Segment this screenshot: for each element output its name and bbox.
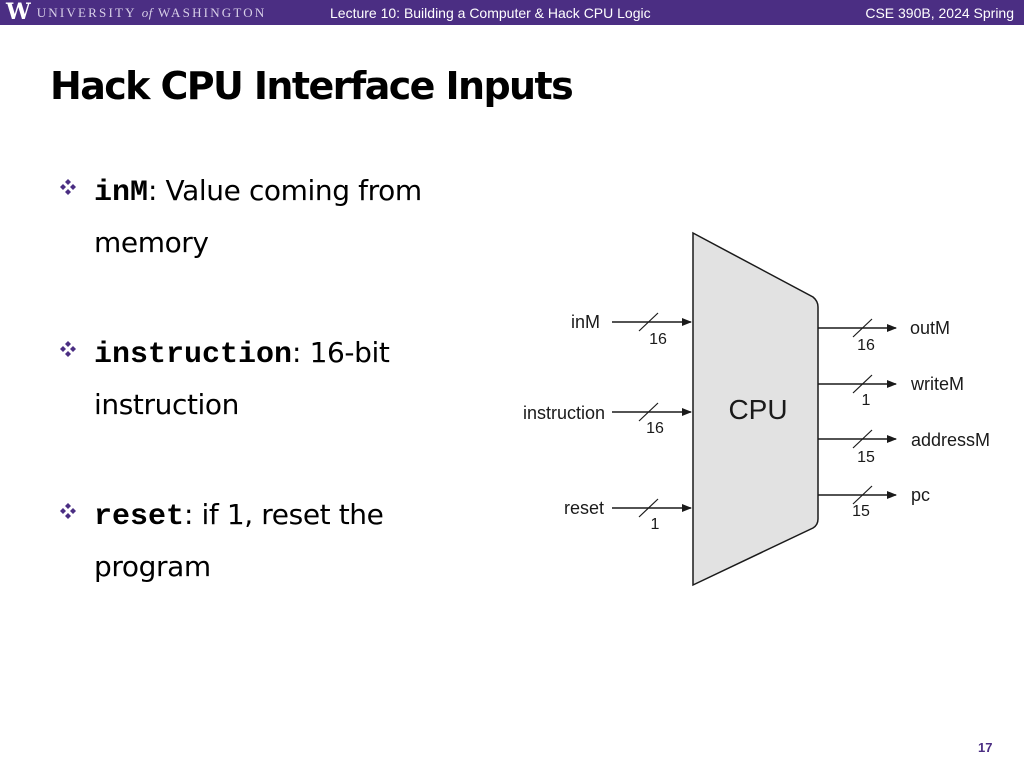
output-label: outM <box>910 318 950 338</box>
bullet-text: instruction: 16-bit instruction <box>94 328 478 429</box>
output-label: addressM <box>911 430 990 450</box>
input-signal-reset: reset 1 <box>564 498 692 533</box>
uw-w-logo-icon: W <box>6 0 31 25</box>
bullet-text: inM: Value coming from memory <box>94 166 478 267</box>
input-label: reset <box>564 498 604 518</box>
bullet-item-inm: inM: Value coming from memory <box>58 166 478 267</box>
bullet-list: inM: Value coming from memory instructio… <box>58 166 478 652</box>
output-signal-addressm: addressM 15 <box>818 429 990 466</box>
bullet-term: reset <box>94 500 185 534</box>
university-logo: W UNIVERSITY of WASHINGTON <box>6 1 266 24</box>
input-label: inM <box>571 312 600 332</box>
output-label: pc <box>911 485 930 505</box>
bullet-description: : 16-bit instruction <box>94 336 390 421</box>
course-label: CSE 390B, 2024 Spring <box>865 5 1014 21</box>
header-bar: W UNIVERSITY of WASHINGTON Lecture 10: B… <box>0 0 1024 25</box>
input-signal-instruction: instruction 16 <box>523 402 692 437</box>
cpu-interface-diagram: CPU inM 16 instruction 16 reset 1 outM 1… <box>523 231 990 587</box>
output-label: writeM <box>910 374 964 394</box>
bullet-term: inM <box>94 176 149 210</box>
input-signal-inm: inM 16 <box>571 312 692 348</box>
four-diamond-icon <box>60 341 76 357</box>
input-bus-width: 1 <box>651 516 660 533</box>
output-bus-width: 16 <box>857 337 875 354</box>
output-bus-width: 15 <box>857 449 875 466</box>
output-signal-outm: outM 16 <box>818 318 950 354</box>
lecture-title: Lecture 10: Building a Computer & Hack C… <box>330 5 651 21</box>
slide-title: Hack CPU Interface Inputs <box>50 64 574 108</box>
four-diamond-icon <box>60 179 76 195</box>
input-label: instruction <box>523 403 605 423</box>
input-bus-width: 16 <box>649 331 667 348</box>
output-signal-writem: writeM 1 <box>818 374 964 409</box>
bullet-description: : if 1, reset the program <box>94 498 384 583</box>
output-signal-pc: pc 15 <box>818 485 930 520</box>
four-diamond-icon <box>60 503 76 519</box>
input-bus-width: 16 <box>646 420 664 437</box>
bullet-item-reset: reset: if 1, reset the program <box>58 490 478 591</box>
cpu-chip-label: CPU <box>728 394 787 425</box>
bullet-item-instruction: instruction: 16-bit instruction <box>58 328 478 429</box>
output-bus-width: 1 <box>862 392 871 409</box>
bullet-description: : Value coming from memory <box>94 174 422 259</box>
bullet-text: reset: if 1, reset the program <box>94 490 478 591</box>
output-bus-width: 15 <box>852 503 870 520</box>
page-number: 17 <box>978 740 993 755</box>
university-name: UNIVERSITY of WASHINGTON <box>36 5 267 20</box>
cpu-chip-body <box>692 231 819 587</box>
bullet-term: instruction <box>94 338 293 372</box>
